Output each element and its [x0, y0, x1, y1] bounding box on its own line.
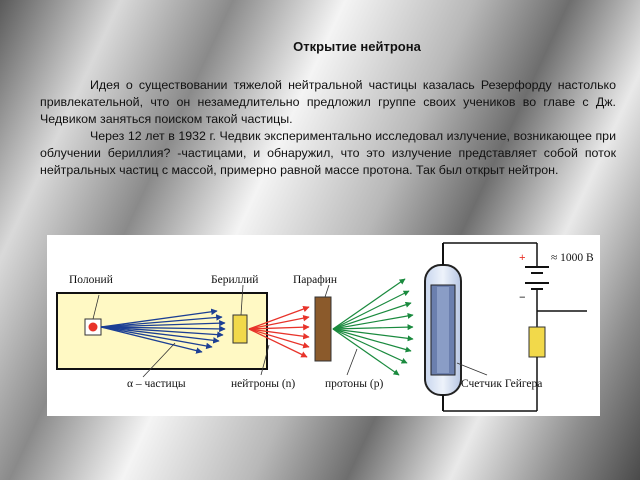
- beryllium-target: [232, 314, 248, 344]
- slide-title: Открытие нейтрона: [293, 39, 421, 54]
- neutron-rays: [248, 305, 310, 358]
- geiger-counter: [424, 242, 587, 412]
- label-geiger: Счетчик Гейгера: [461, 378, 542, 390]
- slide-text: Открытие нейтрона Идея о существовании т…: [40, 38, 616, 179]
- label-polonium: Полоний: [69, 274, 113, 286]
- alpha-rays: [100, 308, 226, 354]
- diagram-svg: Полоний Бериллий Парафин α – частицы ней…: [56, 242, 594, 412]
- label-plus: +: [519, 252, 526, 264]
- experiment-diagram: Полоний Бериллий Парафин α – частицы ней…: [47, 235, 600, 416]
- proton-rays: [332, 278, 414, 376]
- label-alpha: α – частицы: [127, 378, 186, 390]
- polonium-source: [88, 322, 98, 332]
- label-beryllium: Бериллий: [211, 274, 258, 286]
- paraffin-block: [314, 296, 332, 362]
- label-paraffin: Парафин: [293, 274, 337, 286]
- paragraph-1: Идея о существовании тяжелой нейтральной…: [40, 78, 616, 126]
- label-protons: протоны (p): [325, 378, 383, 390]
- label-minus: −: [519, 292, 526, 304]
- paragraph-2: Через 12 лет в 1932 г. Чедвик эксперимен…: [40, 129, 616, 177]
- label-voltage: ≈ 1000 В: [551, 252, 594, 264]
- label-neutrons: нейтроны (n): [231, 378, 295, 390]
